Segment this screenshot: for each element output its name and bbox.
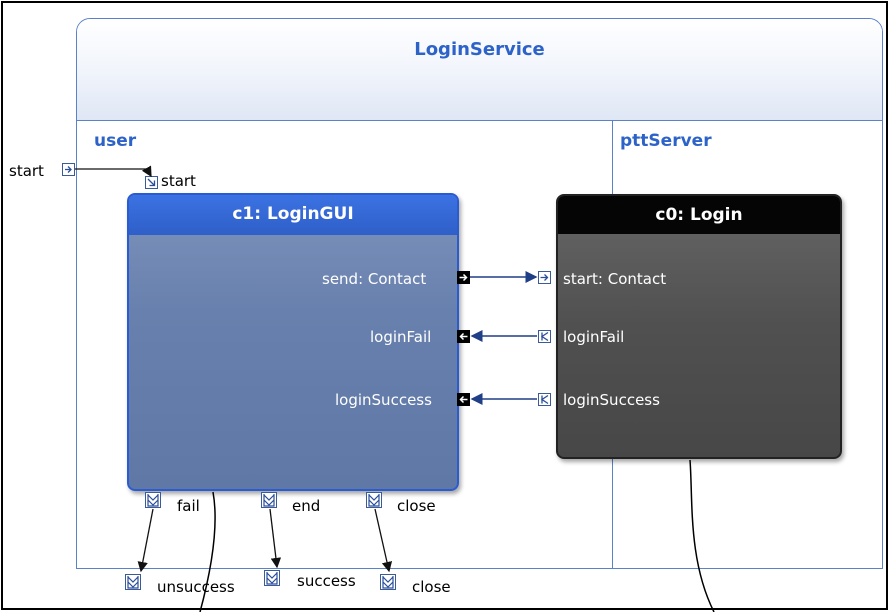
lifeline-login [689, 459, 715, 612]
port-in-arrow-icon [65, 166, 72, 173]
port-label-gui-fail: fail [177, 497, 200, 515]
port-unsuccess[interactable] [125, 574, 141, 590]
port-out-arrow-icon [459, 273, 468, 282]
port-down-arrow-icon [382, 576, 394, 589]
connector-end-to-success [269, 508, 282, 569]
port-label-success: success [297, 572, 356, 590]
port-label-close: close [412, 578, 451, 596]
port-label-unsuccess: unsuccess [157, 578, 235, 596]
part-login-gui-title: c1: LoginGUI [232, 204, 354, 224]
connector-close-to-close [374, 508, 393, 573]
part-login-title: c0: Login [655, 205, 743, 225]
port-label-gui-loginfail: loginFail [370, 328, 432, 346]
port-success[interactable] [264, 570, 280, 586]
port-down-arrow-icon [368, 494, 380, 507]
port-out-arrow-icon [540, 331, 549, 342]
port-down-arrow-icon [127, 576, 139, 589]
port-in-arrow-icon [540, 274, 549, 281]
port-in-arrow-icon [459, 395, 468, 404]
port-in-arrow-icon [459, 332, 468, 341]
port-out-arrow-icon [540, 394, 549, 405]
connector-fail-to-unsuccess [137, 508, 154, 573]
port-close[interactable] [380, 574, 396, 590]
lifeline-gui [199, 491, 216, 612]
partition-label-user: user [94, 131, 137, 151]
port-service-start[interactable] [62, 163, 75, 176]
port-down-arrow-icon [263, 494, 275, 507]
port-gui-send[interactable] [457, 271, 470, 284]
port-gui-fail[interactable] [145, 492, 161, 508]
part-login-gui[interactable]: c1: LoginGUI [127, 193, 459, 491]
port-label-login-loginsuccess: loginSuccess [563, 391, 660, 409]
part-login-header: c0: Login [558, 196, 840, 234]
service-header: LoginService [77, 19, 882, 121]
port-label-service-start: start [9, 162, 44, 180]
port-down-arrow-icon [147, 494, 159, 507]
part-login[interactable]: c0: Login [556, 194, 842, 459]
connector-start-to-gui-start [75, 165, 152, 178]
port-login-loginfail[interactable] [538, 330, 551, 343]
port-label-send-contact: send: Contact [322, 270, 427, 288]
service-title: LoginService [414, 39, 545, 60]
port-label-gui-loginsuccess: loginSuccess [335, 391, 432, 409]
part-login-gui-header: c1: LoginGUI [129, 195, 457, 235]
port-login-loginsuccess[interactable] [538, 393, 551, 406]
port-down-arrow-icon [266, 572, 278, 585]
port-gui-loginfail[interactable] [457, 330, 470, 343]
port-label-gui-end: end [292, 497, 321, 515]
port-gui-close[interactable] [366, 492, 382, 508]
port-label-gui-start: start [161, 172, 196, 190]
port-label-start-contact: start: Contact [563, 270, 667, 288]
port-gui-end[interactable] [261, 492, 277, 508]
partition-label-pttserver: pttServer [620, 131, 712, 151]
port-label-login-loginfail: loginFail [563, 328, 625, 346]
port-label-gui-close: close [397, 497, 436, 515]
port-in-arrow-icon [147, 178, 156, 187]
port-login-start[interactable] [538, 271, 551, 284]
port-gui-loginsuccess[interactable] [457, 393, 470, 406]
